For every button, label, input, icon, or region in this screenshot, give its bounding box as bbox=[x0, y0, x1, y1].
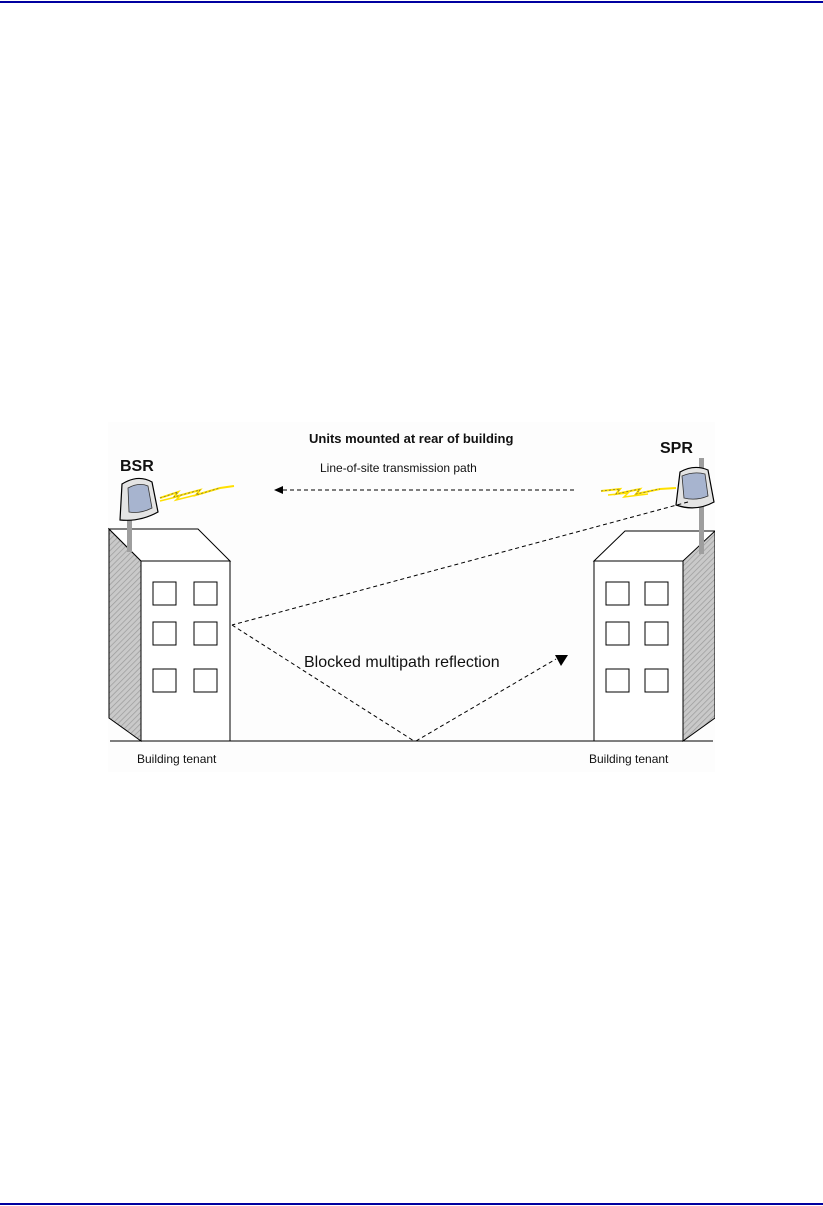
window bbox=[606, 622, 629, 645]
window bbox=[645, 622, 668, 645]
right-building bbox=[594, 531, 715, 741]
left-building bbox=[109, 529, 230, 741]
reflection-label: Blocked multipath reflection bbox=[304, 654, 500, 671]
diagram-title: Units mounted at rear of building bbox=[309, 431, 513, 446]
diagram-canvas: Units mounted at rear of building Line-o… bbox=[108, 422, 715, 772]
spr-label: SPR bbox=[660, 440, 693, 457]
top-rule bbox=[0, 1, 823, 3]
bsr-antenna-face bbox=[128, 484, 152, 512]
figure-multipath-reflection: Units mounted at rear of building Line-o… bbox=[108, 422, 715, 772]
right-building-label: Building tenant bbox=[589, 752, 669, 766]
window bbox=[194, 622, 217, 645]
left-building-side bbox=[109, 529, 141, 741]
transmission-path-label: Line-of-site transmission path bbox=[320, 461, 477, 475]
right-building-side bbox=[683, 531, 715, 741]
window bbox=[606, 582, 629, 605]
window bbox=[194, 669, 217, 692]
bottom-rule bbox=[0, 1203, 823, 1205]
window bbox=[606, 669, 629, 692]
window bbox=[153, 669, 176, 692]
left-building-label: Building tenant bbox=[137, 752, 217, 766]
window bbox=[194, 582, 217, 605]
window bbox=[153, 582, 176, 605]
spr-antenna-face bbox=[682, 473, 708, 499]
window bbox=[645, 669, 668, 692]
bsr-label: BSR bbox=[120, 458, 154, 475]
window bbox=[153, 622, 176, 645]
window bbox=[645, 582, 668, 605]
